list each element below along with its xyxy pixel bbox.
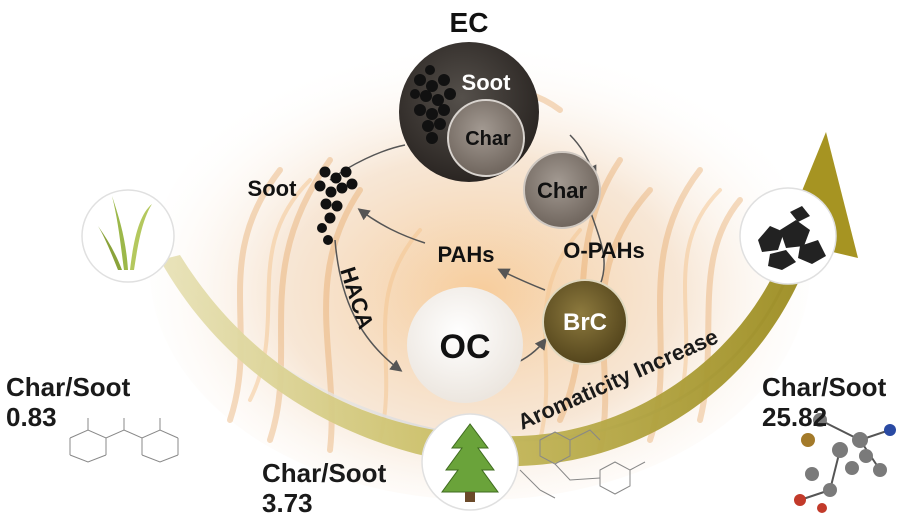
oc-circle [407,287,523,403]
pahs-label: PAHs [437,242,494,267]
ratio-grass-caption: Char/Soot [6,372,131,402]
ec-label: EC [450,7,489,38]
soot-cluster-top [410,65,456,144]
brc-circle [542,279,628,365]
molecule-structure-right [794,413,896,513]
tree-icon [421,413,519,511]
soot-top-label: Soot [462,70,512,95]
char-top-label: Char [465,128,511,150]
oc-label: OC [440,328,491,366]
ratio-wood: Char/Soot 3.73 [262,458,386,518]
char-mid-label: Char [537,178,588,203]
soot-left-label: Soot [248,176,298,201]
soot-cluster-left [314,166,358,245]
o-pahs-label: O-PAHs [563,238,645,263]
char-mid-circle [523,151,601,229]
grass-icon [81,189,175,283]
molecule-structure-left [69,418,179,463]
brc-label: BrC [563,309,607,336]
ratio-grass: Char/Soot 0.83 [6,372,130,432]
molecule-structure-middle [519,429,646,499]
ratio-charcoal-value: 25.82 [762,402,828,432]
ratio-wood-caption: Char/Soot [262,458,387,488]
ratio-charcoal-caption: Char/Soot [762,372,887,402]
charcoal-icon [739,187,837,285]
ec-circle [399,42,539,182]
ratio-charcoal: Char/Soot 25.82 [762,372,886,432]
ratio-grass-value: 0.83 [6,402,57,432]
ratio-wood-value: 3.73 [262,488,313,518]
